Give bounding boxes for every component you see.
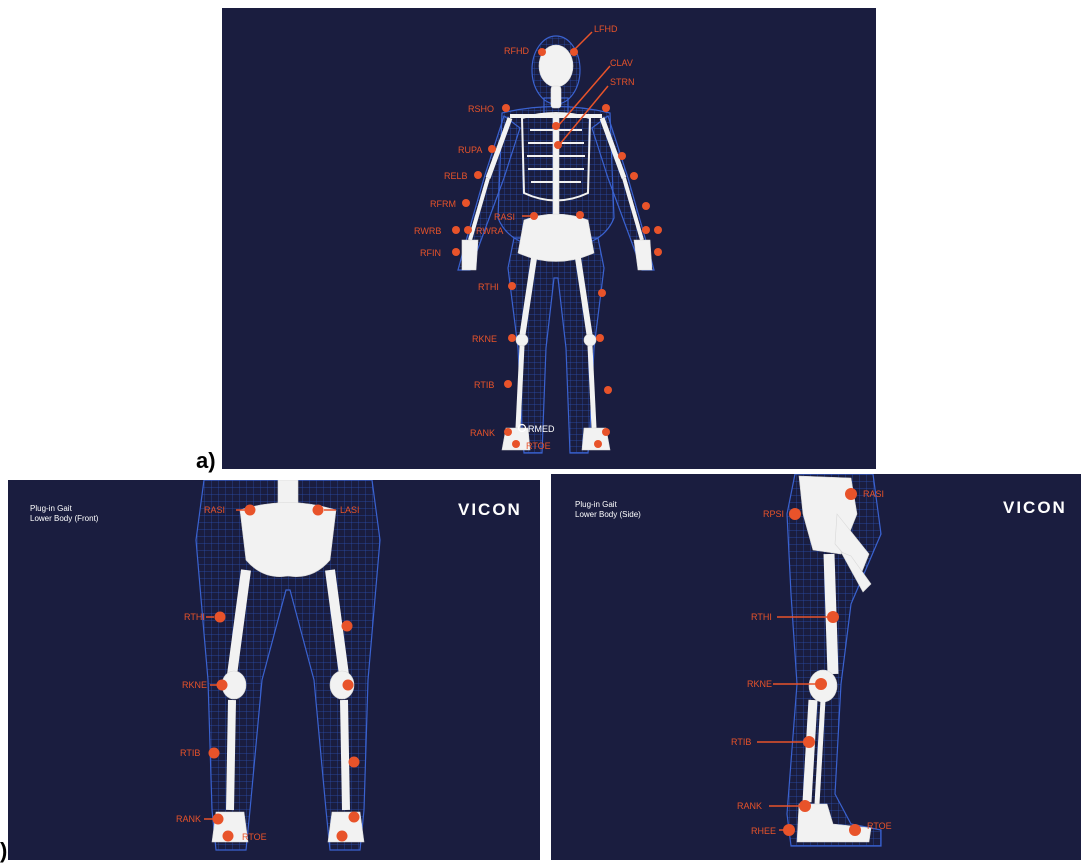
marker-lasi-dot xyxy=(313,505,324,516)
marker-label-rank: RANK xyxy=(470,428,495,438)
marker-rtoe-dot xyxy=(512,440,520,448)
marker-label-rwra: RWRA xyxy=(476,226,503,236)
marker-label-rfrm: RFRM xyxy=(430,199,456,209)
marker-rfin-dot xyxy=(452,248,460,256)
marker-label-relb: RELB xyxy=(444,171,468,181)
marker-rkne-dot xyxy=(815,678,827,690)
marker-label-rtoe: RTOE xyxy=(867,821,892,831)
marker-rank-dot xyxy=(799,800,811,812)
marker-rtib-dot xyxy=(504,380,512,388)
marker-label-rasi: RASI xyxy=(204,505,225,515)
marker-label-rfhd: RFHD xyxy=(504,46,529,56)
panel-b-lower-body-front: Plug-in Gait Lower Body (Front) VICON xyxy=(8,480,540,860)
marker-label-rhee: RHEE xyxy=(751,826,776,836)
lower-body-side-figure: RASI RPSI RTHI RKNE RTIB RANK RHEE RTOE xyxy=(551,474,1081,860)
marker-label-rkne: RKNE xyxy=(747,679,772,689)
marker-label-rtoe: RTOE xyxy=(526,441,551,451)
marker-label-rmed: RMED xyxy=(528,424,555,434)
marker-rpsi-dot xyxy=(789,508,801,520)
marker-rkne-dot xyxy=(217,680,228,691)
marker-label-rasi: RASI xyxy=(494,212,515,222)
marker-label-rwrb: RWRB xyxy=(414,226,441,236)
marker-label-rfin: RFIN xyxy=(420,248,441,258)
marker-label-strn: STRN xyxy=(610,77,635,87)
panel-a-full-body: LFHD RFHD CLAV STRN RSHO RUPA RELB RFRM … xyxy=(222,8,876,469)
marker-rtib-dot xyxy=(209,748,220,759)
marker-label-rsho: RSHO xyxy=(468,104,494,114)
marker-label-rpsi: RPSI xyxy=(763,509,784,519)
lower-body-front-figure: RASI LASI RTHI RKNE RTIB RANK RTOE xyxy=(8,480,540,860)
marker-rasi-dot xyxy=(845,488,857,500)
marker-label-rtoe: RTOE xyxy=(242,832,267,842)
marker-rthi-dot xyxy=(215,612,226,623)
marker-rfhd-dot xyxy=(538,48,546,56)
marker-label-rkne: RKNE xyxy=(472,334,497,344)
marker-label-rupa: RUPA xyxy=(458,145,482,155)
marker-rank-dot xyxy=(504,428,512,436)
marker-rank-dot xyxy=(213,814,224,825)
marker-label-rtib: RTIB xyxy=(180,748,200,758)
marker-label-lfhd: LFHD xyxy=(594,24,618,34)
marker-label-rank: RANK xyxy=(737,801,762,811)
marker-label-rtib: RTIB xyxy=(731,737,751,747)
marker-label-rtib: RTIB xyxy=(474,380,494,390)
panel-b-lower-body-side: Plug-in Gait Lower Body (Side) VICON xyxy=(551,474,1081,860)
marker-label-rank: RANK xyxy=(176,814,201,824)
marker-label-rthi: RTHI xyxy=(184,612,205,622)
marker-rwrb-dot xyxy=(452,226,460,234)
marker-rtoe-dot xyxy=(849,824,861,836)
marker-label-rasi: RASI xyxy=(863,489,884,499)
marker-strn-dot xyxy=(554,141,562,149)
marker-rkne-dot xyxy=(508,334,516,342)
subfigure-label-b: ) xyxy=(0,838,7,864)
marker-label-rthi: RTHI xyxy=(751,612,772,622)
marker-rwra-dot xyxy=(464,226,472,234)
marker-rsho-dot xyxy=(502,104,510,112)
marker-rthi-dot xyxy=(508,282,516,290)
marker-label-lasi: LASI xyxy=(340,505,360,515)
marker-rhee-dot xyxy=(783,824,795,836)
marker-rasi-dot xyxy=(245,505,256,516)
full-body-skeleton-figure: LFHD RFHD CLAV STRN RSHO RUPA RELB RFRM … xyxy=(222,8,876,469)
marker-relb-dot xyxy=(474,171,482,179)
marker-label-clav: CLAV xyxy=(610,58,633,68)
marker-rasi-dot xyxy=(530,212,538,220)
marker-clav-dot xyxy=(552,122,560,130)
marker-rthi-dot xyxy=(827,611,839,623)
marker-lfhd-dot xyxy=(570,48,578,56)
marker-label-rkne: RKNE xyxy=(182,680,207,690)
marker-rupa-dot xyxy=(488,145,496,153)
marker-rfrm-dot xyxy=(462,199,470,207)
marker-label-rthi: RTHI xyxy=(478,282,499,292)
marker-rtib-dot xyxy=(803,736,815,748)
marker-rtoe-dot xyxy=(223,831,234,842)
subfigure-label-a: a) xyxy=(196,448,216,474)
